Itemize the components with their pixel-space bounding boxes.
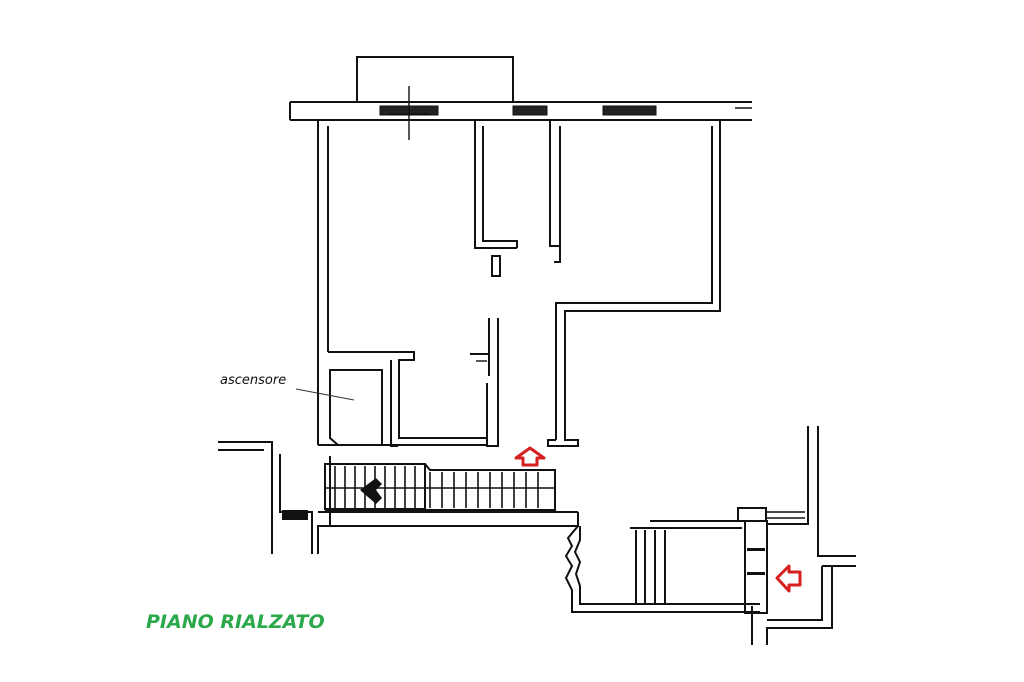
balcony bbox=[356, 56, 514, 103]
east-room-wall bbox=[547, 120, 721, 447]
stair-direction-arrow-icon bbox=[360, 478, 382, 504]
balcony-cross-mark bbox=[390, 86, 430, 140]
elevator-shaft bbox=[328, 351, 487, 447]
stair-railing bbox=[318, 463, 579, 527]
corridor-wall bbox=[470, 318, 499, 447]
entrance-arrow-icon bbox=[514, 446, 546, 467]
floor-title: PIANO RIALZATO bbox=[146, 611, 325, 633]
entrance-arrow-icon bbox=[775, 564, 802, 593]
north-facade-wall bbox=[289, 101, 752, 121]
east-building-wall bbox=[751, 426, 856, 645]
interior-wall bbox=[549, 120, 561, 263]
window bbox=[512, 105, 548, 116]
lower-corridor-wall bbox=[564, 525, 760, 613]
stair-well-wall bbox=[218, 441, 331, 554]
elevator-label-leader bbox=[295, 388, 355, 401]
west-wall bbox=[317, 120, 330, 446]
interior-wall bbox=[474, 120, 518, 277]
elevator-label: ascensore bbox=[220, 373, 287, 388]
window bbox=[602, 105, 657, 116]
stair-treads bbox=[325, 466, 555, 508]
